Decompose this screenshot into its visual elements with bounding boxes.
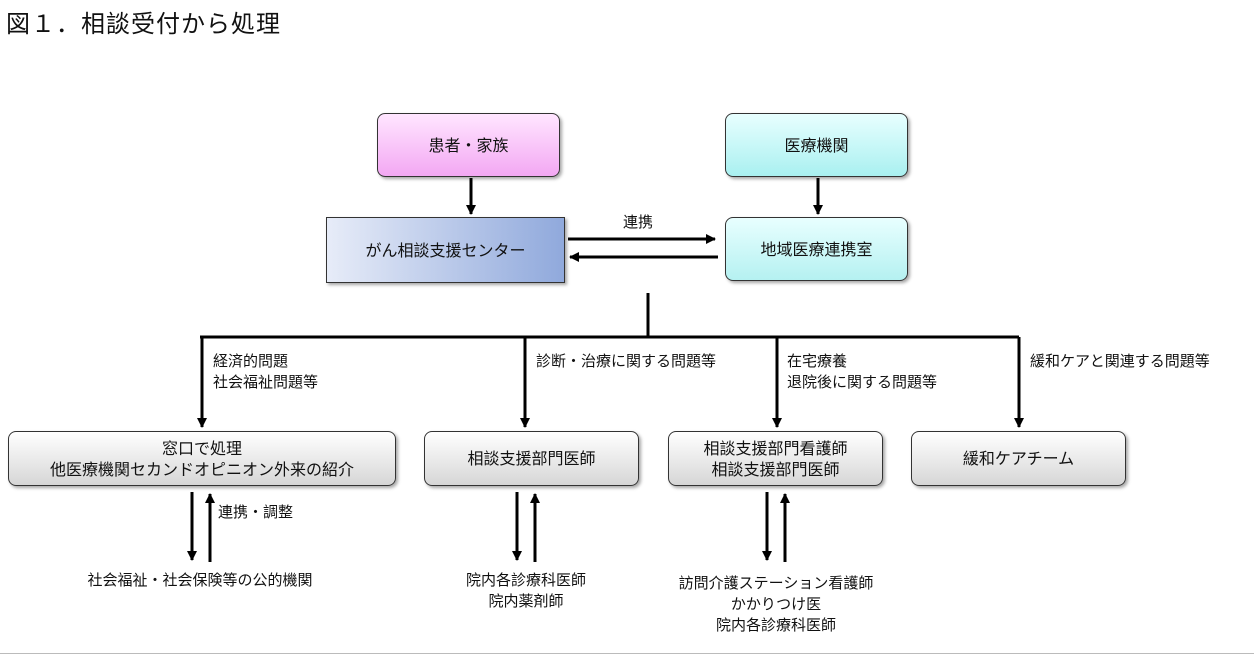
dest-home-visit-staff-line1: 訪問介護ステーション看護師 <box>678 574 874 592</box>
node-support-nurse-doctor-line2: 相談支援部門医師 <box>711 459 840 479</box>
dest-internal-staff: 院内各診療科医師 院内薬剤師 <box>426 570 626 612</box>
node-support-nurse-doctor: 相談支援部門看護師 相談支援部門医師 <box>668 431 883 486</box>
node-support-nurse-doctor-line1: 相談支援部門看護師 <box>703 438 848 458</box>
bottom-divider <box>0 653 1254 654</box>
label-economic-issues: 経済的問題 社会福祉問題等 <box>213 351 318 393</box>
label-palliative-issues: 緩和ケアと関連する問題等 <box>1030 352 1210 370</box>
label-coordination: 連携・調整 <box>218 503 294 521</box>
node-regional-coordination-office-label: 地域医療連携室 <box>760 239 873 259</box>
node-patient-family-label: 患者・家族 <box>428 135 509 155</box>
node-support-doctor-label: 相談支援部門医師 <box>467 449 596 468</box>
node-palliative-care-team: 緩和ケアチーム <box>911 431 1126 486</box>
node-cancer-support-center-label: がん相談支援センター <box>365 240 526 260</box>
node-counter-processing-line1: 窓口で処理 <box>161 438 242 458</box>
node-palliative-care-team-label: 緩和ケアチーム <box>962 449 1075 468</box>
label-home-care-issues: 在宅療養 退院後に関する問題等 <box>787 351 937 393</box>
node-counter-processing: 窓口で処理 他医療機関セカンドオピニオン外来の紹介 <box>8 431 396 486</box>
dest-public-institutions: 社会福祉・社会保険等の公的機関 <box>40 570 360 591</box>
label-economic-issues-line1: 経済的問題 <box>213 352 289 370</box>
node-counter-processing-line2: 他医療機関セカンドオピニオン外来の紹介 <box>49 459 354 479</box>
dest-home-visit-staff-line3: 院内各診療科医師 <box>715 616 836 634</box>
label-renkei: 連携 <box>623 213 654 231</box>
node-regional-coordination-office: 地域医療連携室 <box>725 217 908 281</box>
dest-public-institutions-label: 社会福祉・社会保険等の公的機関 <box>87 571 313 589</box>
page-title: 図１．相談受付から処理 <box>6 10 281 38</box>
label-home-care-issues-line2: 退院後に関する問題等 <box>787 373 938 391</box>
label-diagnosis-issues: 診断・治療に関する問題等 <box>536 352 717 370</box>
dest-internal-staff-line1: 院内各診療科医師 <box>465 571 586 589</box>
node-support-doctor: 相談支援部門医師 <box>424 431 639 486</box>
label-economic-issues-line2: 社会福祉問題等 <box>213 373 319 391</box>
node-medical-institution: 医療機関 <box>725 113 908 177</box>
dest-home-visit-staff-line2: かかりつけ医 <box>730 595 822 613</box>
dest-home-visit-staff: 訪問介護ステーション看護師 かかりつけ医 院内各診療科医師 <box>646 573 906 636</box>
node-patient-family: 患者・家族 <box>377 113 560 177</box>
label-home-care-issues-line1: 在宅療養 <box>787 352 848 370</box>
dest-internal-staff-line2: 院内薬剤師 <box>488 592 564 610</box>
node-medical-institution-label: 医療機関 <box>784 135 849 155</box>
node-cancer-support-center: がん相談支援センター <box>326 217 565 283</box>
